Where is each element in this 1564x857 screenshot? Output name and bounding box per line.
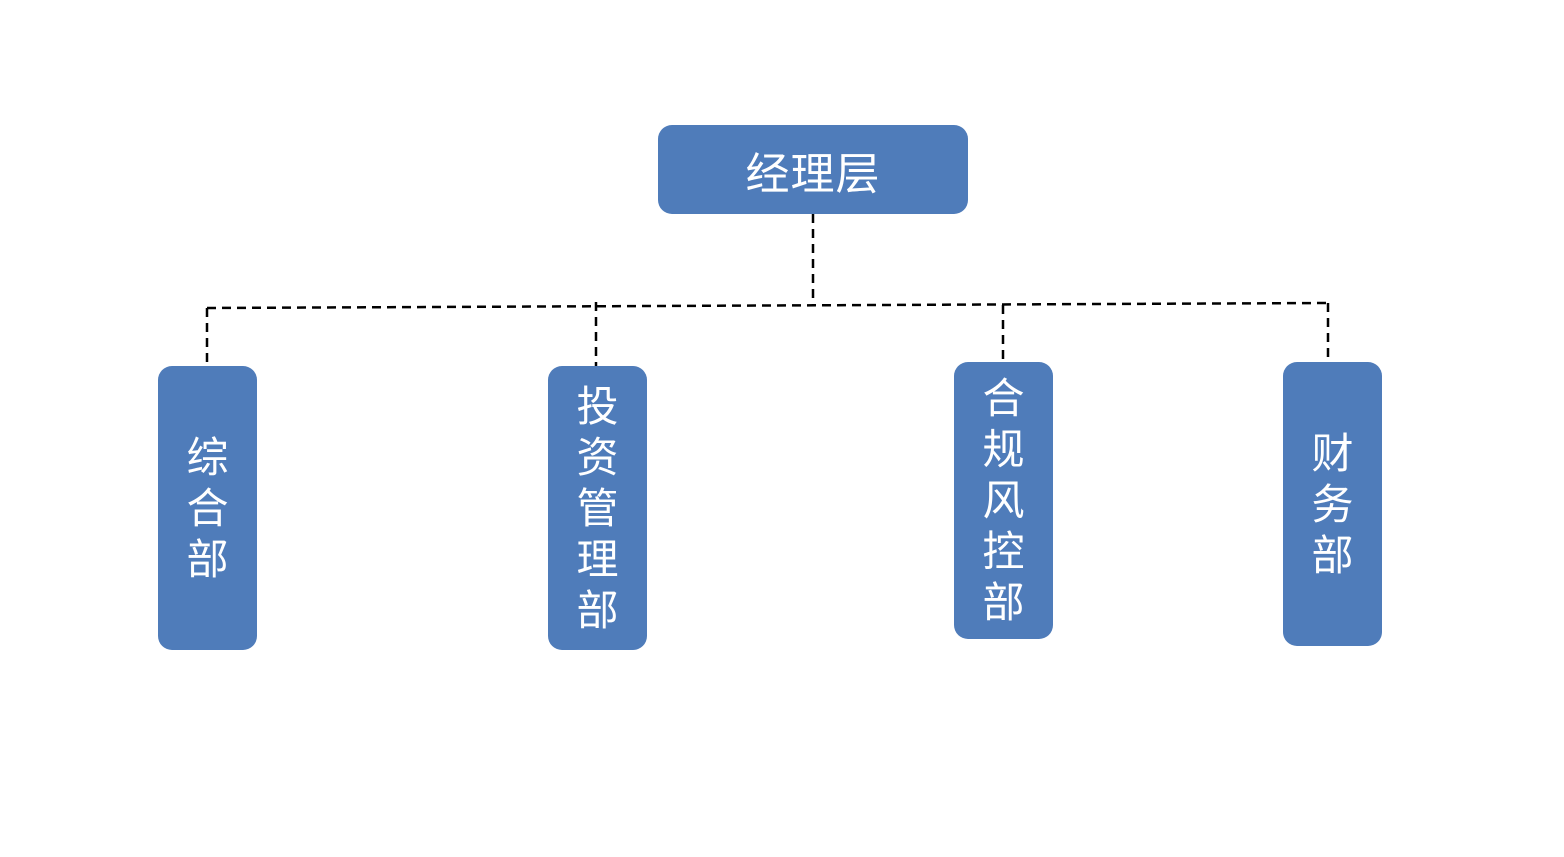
department-node-compliance-risk: 合规风控部 <box>954 362 1053 639</box>
department-node-label: 综合部 <box>186 432 229 584</box>
department-node-general-affairs: 综合部 <box>158 366 257 650</box>
department-node-investment-management: 投资管理部 <box>548 366 647 650</box>
department-node-label: 财务部 <box>1311 428 1354 580</box>
department-node-label: 投资管理部 <box>576 381 619 635</box>
department-node-label: 合规风控部 <box>982 374 1025 627</box>
department-node-finance: 财务部 <box>1283 362 1382 646</box>
root-node-label: 经理层 <box>745 148 881 200</box>
root-node: 经理层 <box>658 125 968 214</box>
horizontal-bus-connector <box>206 301 1329 310</box>
